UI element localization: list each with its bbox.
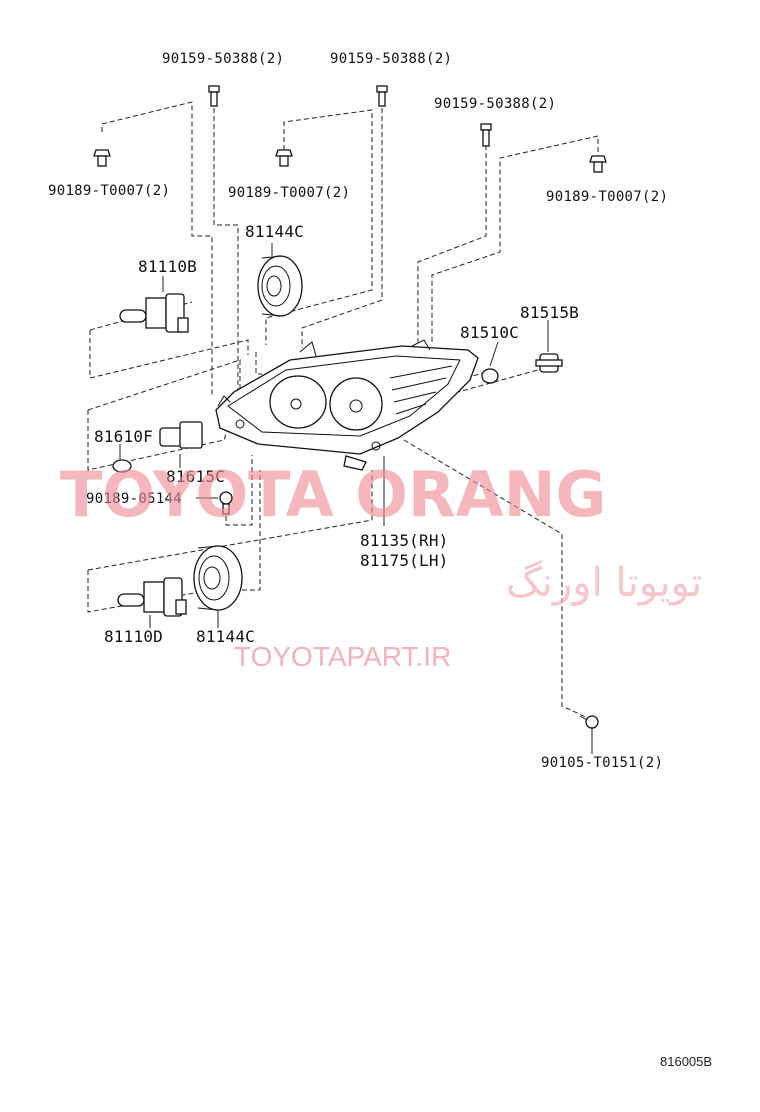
- diagram-code: 816005B: [660, 1054, 712, 1069]
- label-side-marker: 81515B: [520, 303, 579, 322]
- part-labels: 90159-50388(2) 90159-50388(2) 90159-5038…: [48, 51, 668, 771]
- label-socket: 81615C: [166, 467, 225, 486]
- bulb-lower: [117, 577, 187, 617]
- watermark-persian: تویوتا اورنگ: [506, 560, 702, 606]
- side-marker: [535, 353, 563, 373]
- label-headlamp-lh: 81175(LH): [360, 551, 449, 570]
- bolt-top-mid: [376, 85, 388, 107]
- label-bolt-top-right: 90159-50388(2): [434, 96, 556, 112]
- label-cap-lower: 81144C: [196, 627, 255, 646]
- bolt-top-right: [480, 123, 492, 147]
- label-bulb-lower: 81110D: [104, 627, 163, 646]
- label-clip-mid: 90189-T0007(2): [228, 185, 350, 201]
- bulb-small: [481, 368, 499, 384]
- socket: [159, 421, 203, 449]
- label-headlamp-rh: 81135(RH): [360, 531, 449, 550]
- watermark-url: TOYOTAPART.IR: [234, 641, 451, 672]
- bulb-wedge: [112, 459, 132, 473]
- leader-lines: [87, 100, 599, 754]
- cap-upper: [257, 255, 303, 317]
- watermark-brand: TOYOTA ORANG: [60, 458, 606, 531]
- label-screw-small: 90189-05144: [86, 491, 182, 507]
- label-bolt-bottom: 90105-T0151(2): [541, 755, 663, 771]
- clip-mid: [275, 149, 293, 167]
- headlamp-assembly: [215, 339, 479, 471]
- cap-lower: [193, 545, 243, 611]
- label-bulb-small: 81510C: [460, 323, 519, 342]
- clip-right: [589, 155, 607, 173]
- label-bulb-upper: 81110B: [138, 257, 197, 276]
- watermark: TOYOTA ORANG تویوتا اورنگ TOYOTAPART.IR: [60, 458, 702, 672]
- label-clip-left: 90189-T0007(2): [48, 183, 170, 199]
- screw-small: [219, 491, 233, 515]
- label-bolt-top-left: 90159-50388(2): [162, 51, 284, 67]
- label-clip-right: 90189-T0007(2): [546, 189, 668, 205]
- clip-left: [93, 149, 111, 167]
- bolt-top-left: [208, 85, 220, 107]
- bolt-bottom: [579, 715, 599, 729]
- label-bolt-top-mid: 90159-50388(2): [330, 51, 452, 67]
- label-bulb-wedge: 81610F: [94, 427, 153, 446]
- label-cap-upper: 81144C: [245, 222, 304, 241]
- bulb-upper: [119, 293, 189, 333]
